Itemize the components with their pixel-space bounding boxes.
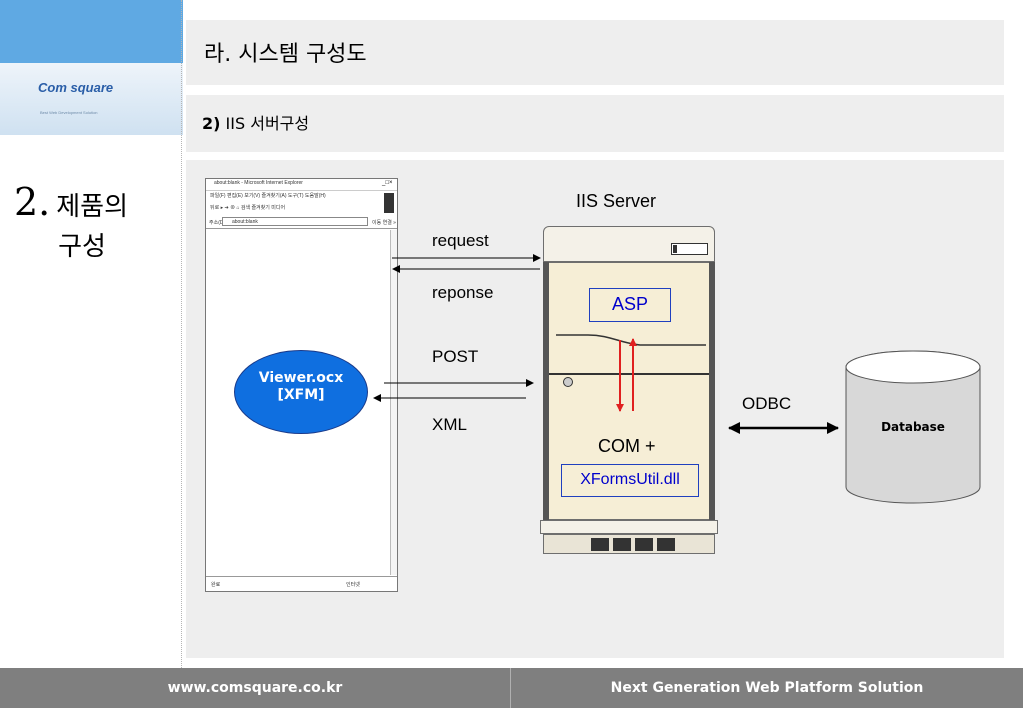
browser-statusbar: 완료 인터넷	[206, 576, 397, 591]
iis-server-label: IIS Server	[576, 191, 657, 211]
database-top	[845, 350, 981, 384]
address-value: about:blank	[232, 219, 258, 225]
go-button: 이동 연결 »	[372, 220, 396, 226]
viewer-label: Viewer.ocx [XFM]	[234, 370, 368, 404]
database-label: Database	[881, 420, 945, 434]
sidebar-divider	[181, 0, 182, 668]
status-text: 완료	[211, 582, 221, 588]
dll-box	[561, 464, 699, 497]
server-vent	[635, 538, 653, 551]
odbc-label: ODBC	[742, 394, 792, 413]
company-logo: Com square	[38, 80, 114, 95]
page-title: 라. 시스템 구성도	[204, 42, 367, 67]
server-curve	[556, 334, 706, 346]
dll-label: XFormsUtil.dll	[580, 471, 680, 488]
server-drive-slot	[671, 243, 708, 255]
server-panel-line	[549, 373, 709, 375]
viewer-label-line2: [XFM]	[277, 387, 325, 403]
browser-address-row: 주소(D) about:blank 이동 연결 »	[206, 216, 397, 229]
server-drive-led	[673, 245, 677, 253]
server-base	[540, 520, 718, 534]
browser-toolbar: 뒤로 ▸ ➔ ⊗ ⌂ 검색 즐겨찾기 미디어	[210, 205, 286, 211]
response-label: reponse	[432, 283, 494, 302]
footer: www.comsquare.co.kr Next Generation Web …	[0, 668, 1023, 708]
footer-slogan: Next Generation Web Platform Solution	[610, 680, 924, 696]
window-controls: _□×	[382, 180, 393, 186]
viewer-label-line1: Viewer.ocx	[258, 370, 344, 386]
address-field: about:blank	[222, 217, 368, 226]
section-title: 2.제품의 구성	[14, 180, 174, 263]
section-title-line2: 구성	[58, 232, 106, 262]
page-header: 라. 시스템 구성도	[186, 20, 1004, 85]
zone-text: 인터넷	[346, 582, 360, 588]
server-vent	[591, 538, 609, 551]
viewer-ellipse	[234, 350, 368, 434]
logo-card	[0, 63, 183, 135]
section-number: 2.	[14, 180, 51, 224]
request-label: request	[432, 231, 489, 250]
asp-label: ASP	[611, 294, 649, 314]
browser-scrollbar	[390, 230, 397, 575]
server-rail-left	[543, 262, 549, 520]
section-title-line1: 제품의	[56, 192, 129, 222]
page-subtitle: 2) IIS 서버구성	[202, 110, 309, 134]
subtitle-text: IIS 서버구성	[225, 114, 310, 133]
browser-titlebar: about:blank - Microsoft Internet Explore…	[206, 179, 397, 191]
server-vent	[657, 538, 675, 551]
footer-website: www.comsquare.co.kr	[167, 680, 343, 696]
company-tagline: Best Web Development Solution	[40, 110, 98, 115]
asp-box	[589, 288, 671, 322]
browser-menubar: 파일(F) 편집(E) 보기(V) 즐겨찾기(A) 도구(T) 도움말(H)	[210, 193, 326, 199]
server-vent	[613, 538, 631, 551]
post-label: POST	[432, 347, 479, 366]
com-plus-label: COM +	[598, 436, 656, 456]
xml-label: XML	[432, 415, 467, 434]
page-subheader: 2) IIS 서버구성	[186, 95, 1004, 152]
server-knob	[563, 377, 573, 387]
browser-title: about:blank - Microsoft Internet Explore…	[214, 180, 303, 186]
address-label: 주소(D)	[209, 220, 226, 226]
subtitle-number: 2)	[202, 114, 221, 133]
server-rail-right	[709, 262, 715, 520]
browser-logo-icon	[384, 193, 394, 213]
footer-separator	[510, 668, 511, 708]
